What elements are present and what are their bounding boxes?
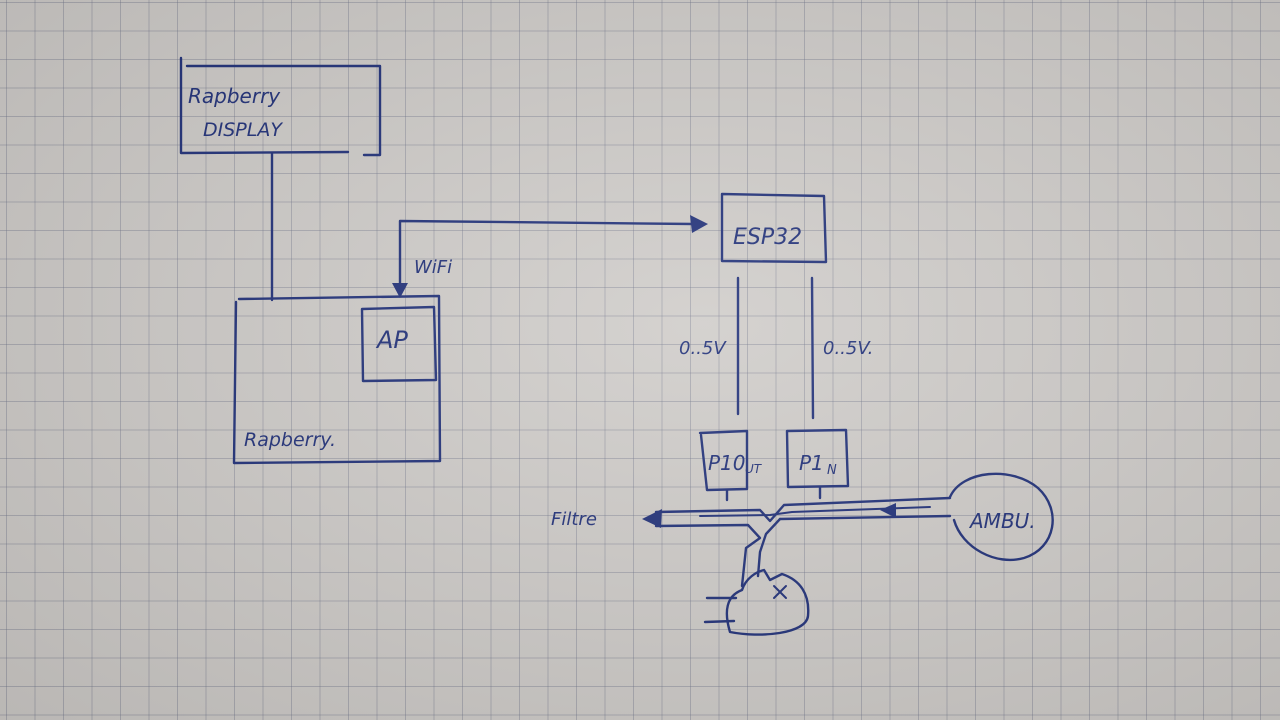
voltage-label-right: 0..5V. xyxy=(823,338,873,359)
wifi-link xyxy=(392,215,708,298)
pressure-sensor-in-label: P1 xyxy=(799,451,824,475)
wifi-arrow-to-esp32 xyxy=(690,215,708,233)
pressure-sensor-out-box xyxy=(698,429,749,502)
pressure-sensor-in-box xyxy=(785,428,850,500)
ap-box xyxy=(360,305,438,383)
raspberry-display-box xyxy=(179,56,382,157)
wifi-label: WiFi xyxy=(414,257,452,278)
pressure-sensor-out-label: P10 xyxy=(708,451,746,475)
raspberry-label: Rapberry. xyxy=(244,429,336,451)
esp32-box xyxy=(720,192,828,264)
raspberry-display-label-line2: DISPLAY xyxy=(203,119,283,141)
raspberry-display-label-line1: Rapberry xyxy=(188,84,281,108)
filtre-label: Filtre xyxy=(551,509,597,530)
pressure-sensor-out-sublabel: UT xyxy=(745,462,763,476)
flow-arrow-to-filtre xyxy=(642,509,662,528)
esp32-wire-right xyxy=(810,276,815,420)
airflow-tube xyxy=(654,496,952,588)
raspberry-box xyxy=(232,294,442,465)
ap-label: AP xyxy=(375,326,408,354)
wifi-arrow-to-ap xyxy=(392,283,408,298)
ambu-label: AMBU. xyxy=(968,509,1036,533)
esp32-label: ESP32 xyxy=(733,225,802,250)
voltage-label-left: 0..5V xyxy=(679,338,727,359)
flow-arrow-from-ambu xyxy=(880,503,896,518)
ambu-bag xyxy=(948,472,1054,562)
patient-face-sketch xyxy=(703,568,810,636)
pressure-sensor-in-sublabel: N xyxy=(827,463,837,478)
